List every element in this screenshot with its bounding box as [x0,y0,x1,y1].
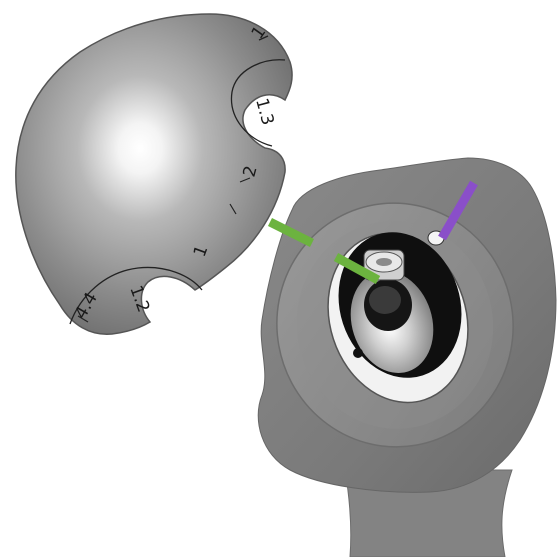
head-label-upper-slot: 1.3 [251,96,277,127]
